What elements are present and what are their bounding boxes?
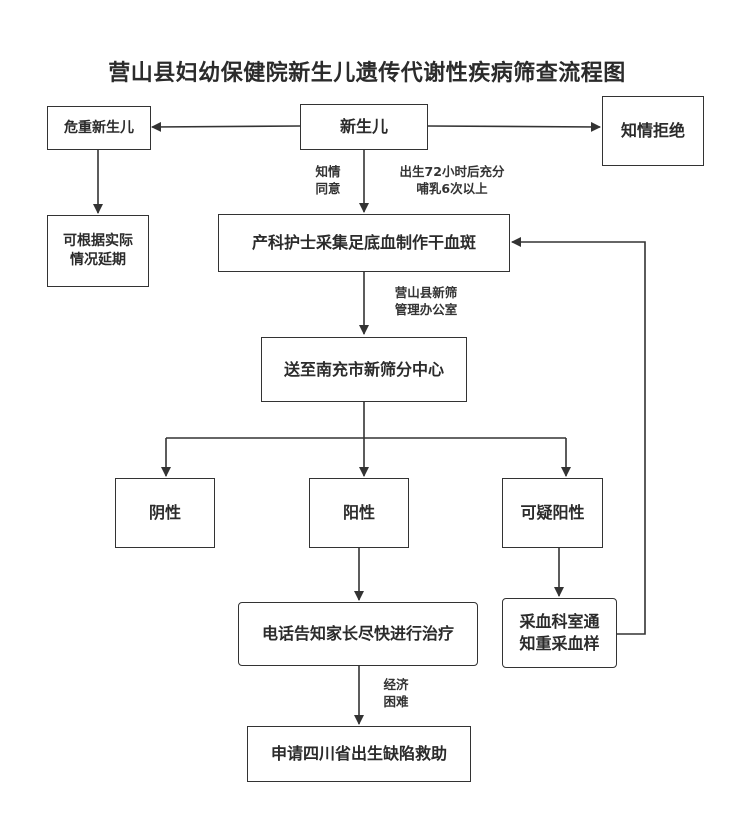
node-notify-parents: 电话告知家长尽快进行治疗: [238, 602, 478, 666]
node-apply-aid: 申请四川省出生缺陷救助: [247, 726, 471, 782]
node-recall-sample: 采血科室通 知重采血样: [502, 598, 617, 668]
edge-label-office: 营山县新筛 管理办公室: [394, 285, 458, 317]
node-send-to-center: 送至南充市新筛分中心: [261, 337, 467, 402]
edge-label-hardship: 经济 困难: [383, 677, 409, 709]
node-collect-blood-spot: 产科护士采集足底血制作干血斑: [218, 214, 510, 272]
node-suspected-positive: 可疑阳性: [502, 478, 603, 548]
page-title: 营山县妇幼保健院新生儿遗传代谢性疾病筛查流程图: [108, 61, 626, 86]
node-positive: 阳性: [309, 478, 409, 548]
edge-newborn-refuse: [427, 121, 601, 132]
edge-label-timing: 出生72小时后充分 哺乳6次以上: [399, 164, 505, 196]
node-newborn: 新生儿: [300, 104, 428, 150]
node-informed-refusal: 知情拒绝: [602, 96, 704, 166]
edge-label-consent: 知情 同意: [315, 164, 341, 196]
edge-recall-collect: [511, 237, 646, 635]
node-critical-newborn: 危重新生儿: [47, 106, 151, 150]
node-negative: 阴性: [115, 478, 215, 548]
edge-newborn-critical: [151, 121, 301, 132]
node-delay: 可根据实际 情况延期: [47, 215, 149, 287]
